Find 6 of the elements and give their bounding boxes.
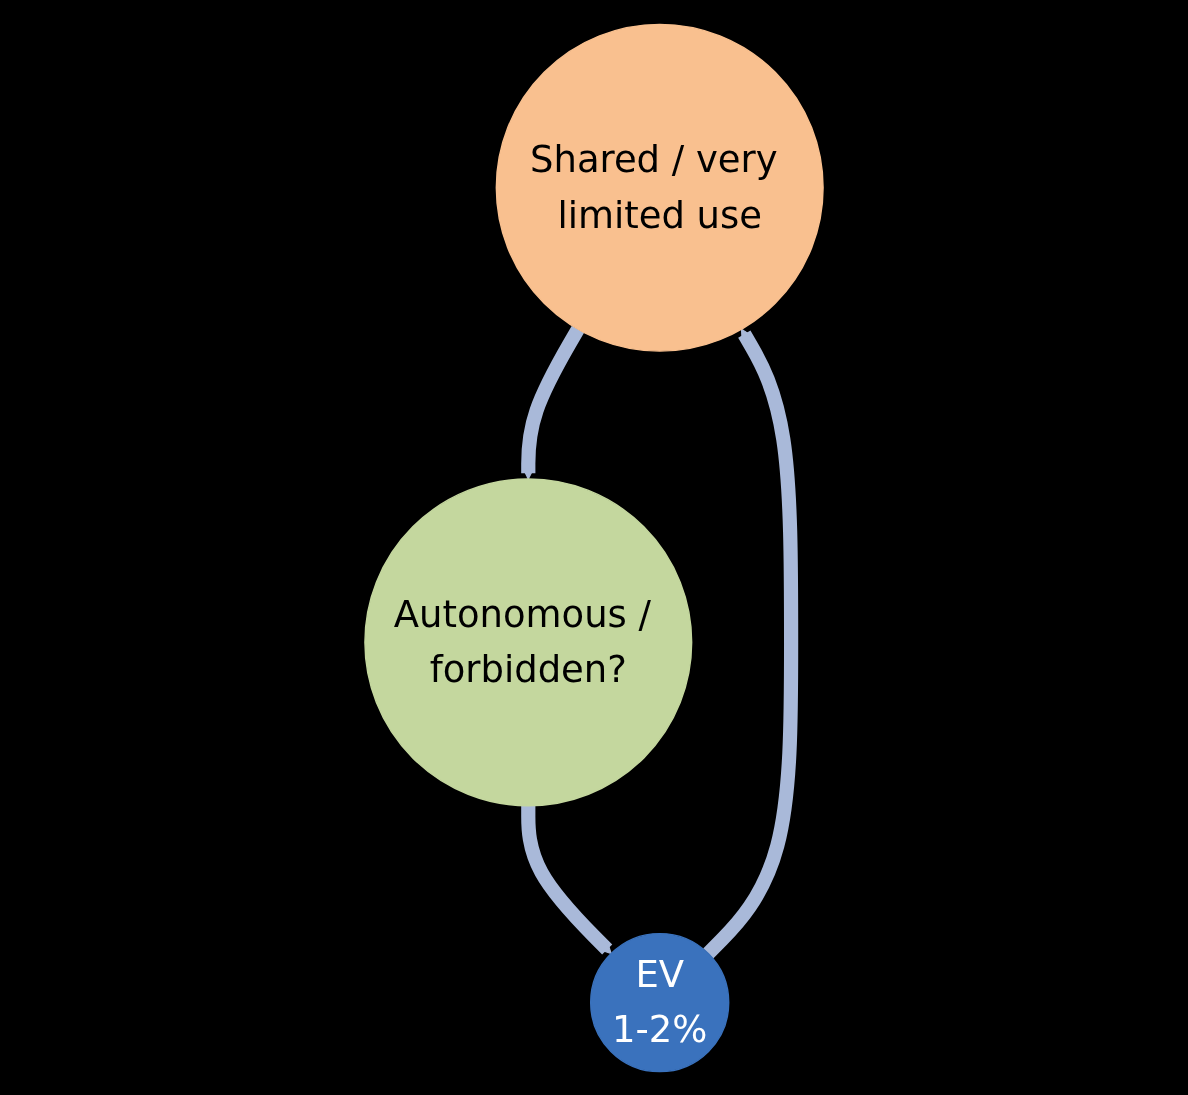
arrow [521, 325, 585, 480]
arrow [703, 328, 799, 958]
node-circle: EV 1-2% [589, 932, 730, 1072]
node-circle: Autonomous / forbidden? [364, 477, 693, 806]
arrow [521, 805, 613, 954]
node-circle: Shared / very limited use [495, 23, 824, 352]
